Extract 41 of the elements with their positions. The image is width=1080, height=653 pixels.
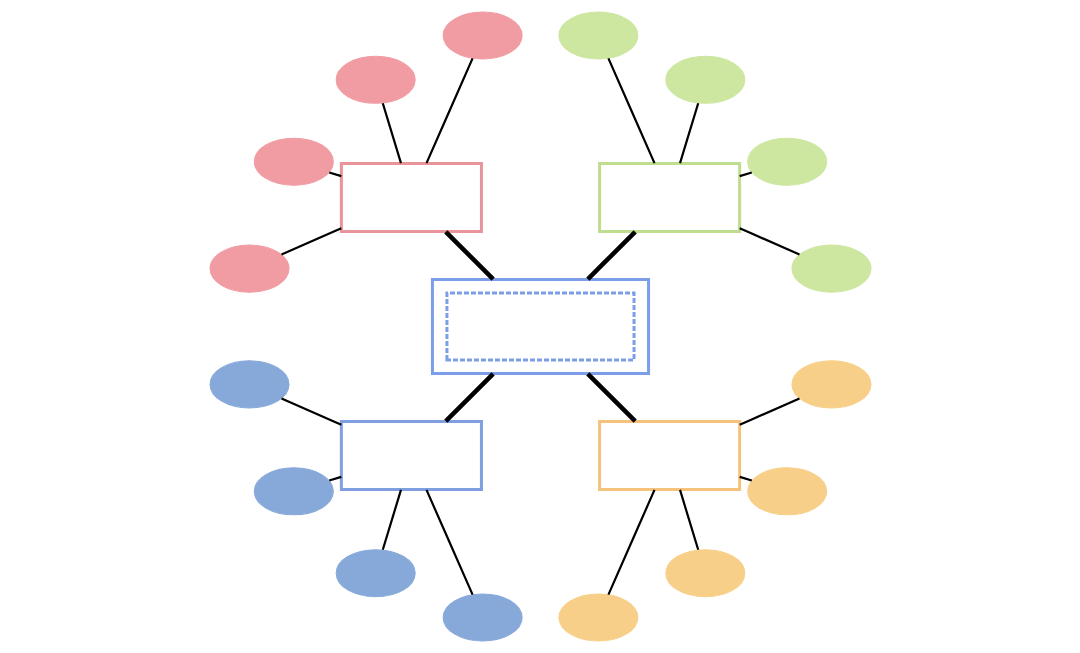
connector xyxy=(678,102,699,164)
node-ellipse xyxy=(209,244,290,293)
connector xyxy=(738,397,800,426)
connector xyxy=(280,227,342,256)
connector xyxy=(606,57,655,164)
node-ellipse xyxy=(790,244,871,293)
connector xyxy=(585,372,637,423)
node-ellipse xyxy=(664,55,745,104)
connector xyxy=(443,230,495,281)
connector xyxy=(280,397,342,426)
connector xyxy=(738,171,752,178)
node-ellipse xyxy=(442,593,523,642)
connector xyxy=(585,230,637,281)
connector xyxy=(328,171,342,178)
node-ellipse xyxy=(442,11,523,60)
connector xyxy=(738,475,752,482)
node-ellipse xyxy=(335,549,416,598)
connector xyxy=(425,57,474,164)
connector xyxy=(443,372,495,423)
connector xyxy=(381,102,402,164)
connector xyxy=(425,489,474,596)
connector xyxy=(678,489,699,551)
node-ellipse xyxy=(746,467,827,516)
connector xyxy=(328,475,342,482)
node-ellipse xyxy=(557,593,638,642)
node-box xyxy=(339,161,483,233)
node-ellipse xyxy=(557,11,638,60)
node-box xyxy=(597,420,741,492)
connector xyxy=(381,489,402,551)
node-ellipse xyxy=(209,360,290,409)
node-ellipse xyxy=(253,137,334,186)
node-box xyxy=(339,420,483,492)
node-box xyxy=(430,278,650,376)
node-ellipse xyxy=(335,55,416,104)
node-ellipse xyxy=(746,137,827,186)
node-box xyxy=(597,161,741,233)
connector xyxy=(606,489,655,596)
node-ellipse xyxy=(253,467,334,516)
node-ellipse xyxy=(664,549,745,598)
node-ellipse xyxy=(790,360,871,409)
connector xyxy=(738,227,800,256)
